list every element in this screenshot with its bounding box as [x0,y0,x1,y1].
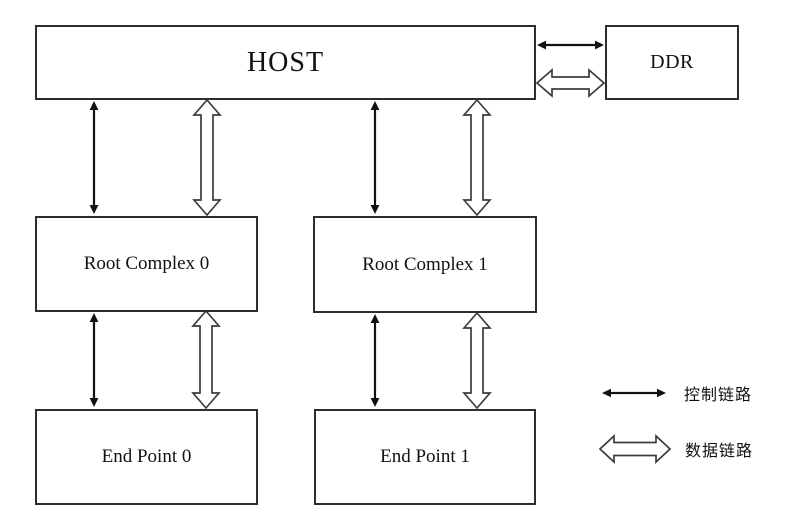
node-ddr: DDR [605,25,739,100]
legend-item-data-link: 数据链路 [599,434,753,464]
node-host: HOST [35,25,536,100]
node-root-complex-0-label: Root Complex 0 [83,253,210,274]
host-rc1-control-arrow [370,101,380,214]
data-link-arrow-icon [599,434,671,464]
legend-control-label: 控制链路 [684,387,753,404]
node-host-label: HOST [246,46,325,78]
legend-item-control-link: 控制链路 [601,381,752,405]
host-rc0-control-arrow [89,101,99,214]
host-rc1-data-arrow [462,98,492,217]
host-ddr-data-arrow [535,68,606,98]
node-root-complex-0: Root Complex 0 [35,216,258,312]
node-end-point-0: End Point 0 [35,409,258,505]
host-rc0-data-arrow [192,98,222,217]
node-root-complex-1: Root Complex 1 [313,216,537,313]
host-ddr-control-arrow [537,40,604,50]
rc0-ep0-control-arrow [89,313,99,407]
legend-data-label: 数据链路 [685,443,754,460]
rc1-ep1-control-arrow [370,314,380,407]
node-end-point-0-label: End Point 0 [101,446,192,467]
node-root-complex-1-label: Root Complex 1 [362,253,488,275]
rc1-ep1-data-arrow [462,311,492,410]
node-end-point-1-label: End Point 1 [380,446,470,467]
control-link-arrow-icon [602,388,666,398]
node-ddr-label: DDR [650,51,694,73]
rc0-ep0-data-arrow [191,309,221,410]
node-end-point-1: End Point 1 [314,409,536,505]
